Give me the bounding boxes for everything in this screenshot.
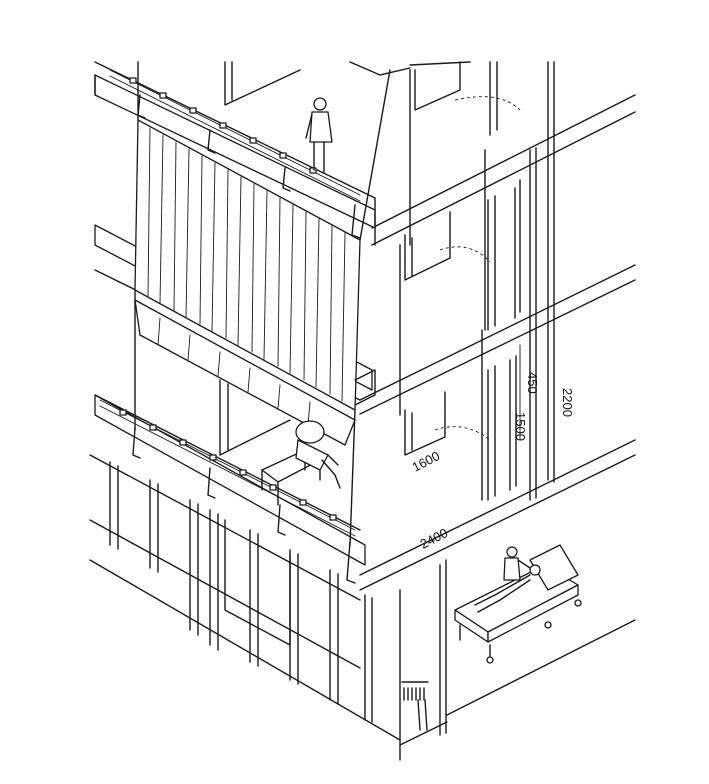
curtain-icon	[134, 61, 391, 546]
rail-upper	[109, 69, 361, 202]
dimension-lines	[519, 329, 549, 471]
lower-facade	[89, 454, 401, 741]
caregiver-icon	[503, 546, 531, 581]
balcony-upper	[94, 61, 376, 246]
hospital-bed-icon	[454, 544, 582, 664]
upper-floor-room	[224, 61, 521, 136]
person-lying-icon	[474, 564, 541, 613]
person-sitting-icon	[295, 420, 341, 489]
building-core	[359, 61, 636, 761]
lower-balcony-room	[219, 369, 376, 456]
lower-floor-room	[404, 355, 517, 501]
rail-lower	[99, 399, 356, 537]
dim-2200: 2200	[560, 388, 575, 417]
person-standing-icon	[305, 97, 333, 173]
dim-1600: 1600	[410, 448, 443, 474]
dim-1500: 1500	[513, 412, 528, 441]
radiator-icon	[401, 681, 429, 731]
dim-450: 450	[525, 372, 540, 394]
middle-floor-room	[404, 179, 521, 331]
